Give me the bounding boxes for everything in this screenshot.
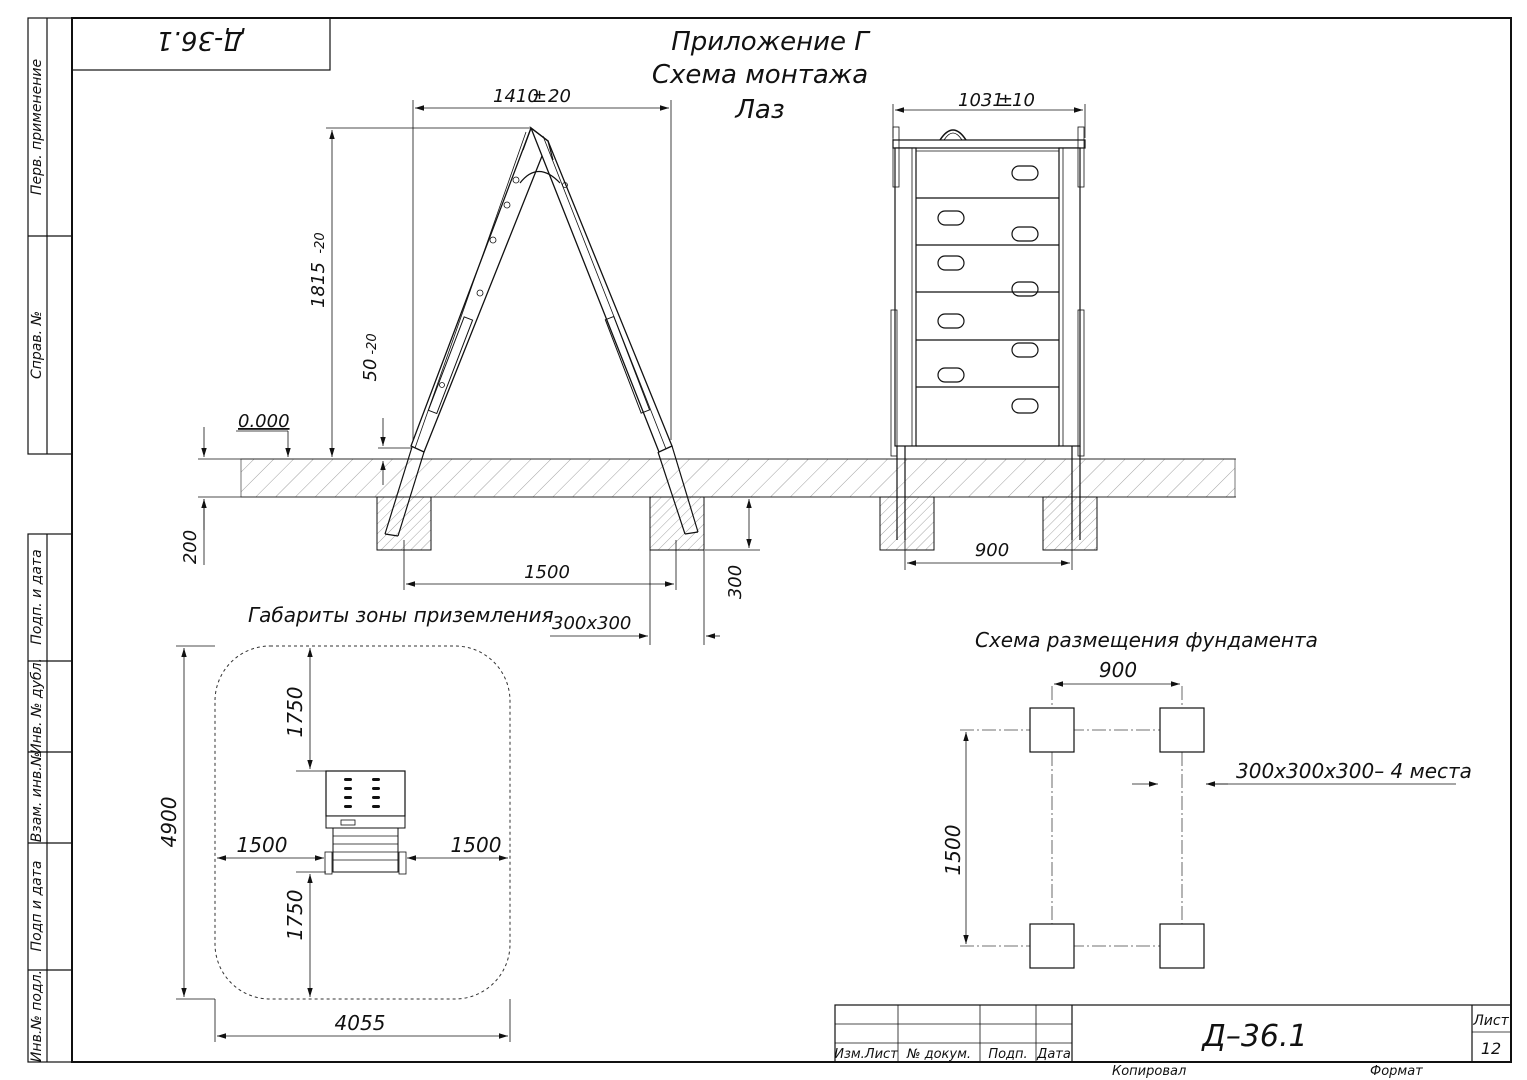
front-width-tol-sign: ± — [532, 86, 547, 107]
foundation-width: 900 — [1099, 658, 1137, 682]
front-view-dimensions: 1410 ± 20 1815 -20 50 -20 0.000 200 1500… — [180, 86, 760, 645]
title-block-sheet-number: 12 — [1481, 1039, 1501, 1058]
front-view-structure — [384, 126, 699, 537]
front-width-tol-val: 20 — [548, 86, 571, 107]
side-view-structure — [890, 126, 1086, 540]
side-label-podp-data-2: Подп и дата — [29, 861, 45, 952]
side-span: 900 — [975, 540, 1009, 561]
front-depth-tol: -20 — [365, 333, 380, 354]
title-block-code: Д–36.1 — [1200, 1019, 1307, 1054]
sheet-frame — [27, 17, 1512, 1063]
side-label-vzam-inv: Взам. инв.№ — [29, 752, 45, 843]
landing-top: 1750 — [283, 687, 307, 738]
title-block: Д–36.1 Лист 12 Изм.Лист № докум. Подп. Д… — [834, 1004, 1512, 1079]
title-block-sheet-label: Лист — [1472, 1013, 1509, 1029]
landing-height: 4900 — [157, 797, 181, 848]
front-foundation-depth: 200 — [180, 530, 201, 564]
title-scheme: Схема монтажа — [652, 60, 868, 90]
foundation-plan-title: Схема размещения фундамента — [975, 628, 1318, 652]
landing-bottom: 1750 — [283, 890, 307, 941]
side-width-dim: 1031 — [958, 90, 1004, 111]
side-labels: Перв. применение Справ. № Подп. и дата И… — [29, 59, 45, 1062]
title-item: Лаз — [734, 95, 784, 125]
landing-left: 1500 — [237, 833, 288, 857]
front-span: 1500 — [524, 562, 570, 583]
stamp-code: Д-36.1 — [156, 25, 245, 55]
title-appendix: Приложение Г — [671, 27, 871, 57]
side-width-tol-val: 10 — [1012, 90, 1035, 111]
title-block-format: Формат — [1370, 1064, 1423, 1079]
foundation-pad-top-right — [1159, 707, 1205, 753]
side-label-sprav: Справ. № — [29, 311, 45, 379]
front-footing-size: 300х300 — [552, 613, 631, 634]
foundation-plan: Схема размещения фундамента 900 1500 300… — [941, 628, 1472, 969]
front-height-dim: 1815 — [308, 262, 329, 308]
side-width-tol-sign: ± — [998, 90, 1013, 111]
side-label-perv: Перв. применение — [29, 59, 45, 195]
side-label-podp-data-1: Подп. и дата — [29, 549, 45, 644]
footing-left-side — [879, 496, 935, 551]
stamp-box: Д-36.1 — [71, 17, 331, 71]
foundation-height: 1500 — [941, 825, 965, 876]
front-footing-height: 300 — [725, 565, 746, 599]
drawing-title: Приложение Г Схема монтажа Лаз — [652, 27, 871, 125]
title-block-podp: Подп. — [988, 1047, 1027, 1062]
landing-zone-title: Габариты зоны приземления — [248, 603, 554, 627]
title-block-izm-list: Изм.Лист — [834, 1047, 898, 1062]
foundation-pad-top-left — [1029, 707, 1075, 753]
title-block-kopiroval: Копировал — [1112, 1064, 1186, 1079]
front-depth-dim: 50 — [360, 359, 381, 382]
foundation-pad-bottom-left — [1029, 923, 1075, 969]
side-label-inv-podl: Инв.№ подл. — [29, 970, 45, 1062]
landing-zone: Габариты зоны приземления 4900 1750 1750 — [157, 603, 554, 1042]
title-block-n-dokum: № докум. — [906, 1047, 971, 1062]
foundation-pad-bottom-right — [1159, 923, 1205, 969]
front-level: 0.000 — [238, 411, 290, 432]
front-height-tol: -20 — [313, 232, 328, 253]
side-label-inv-dubl: Инв. № дубл. — [29, 658, 45, 754]
landing-right: 1500 — [451, 833, 502, 857]
front-width-dim: 1410 — [493, 86, 539, 107]
landing-zone-boundary — [214, 645, 511, 1000]
footing-right-side — [1042, 496, 1098, 551]
side-view-dimensions: 1031 ± 10 900 — [892, 90, 1086, 570]
title-block-data: Дата — [1036, 1047, 1071, 1062]
landing-width: 4055 — [335, 1011, 386, 1035]
foundation-note: 300х300х300– 4 места — [1236, 759, 1472, 783]
